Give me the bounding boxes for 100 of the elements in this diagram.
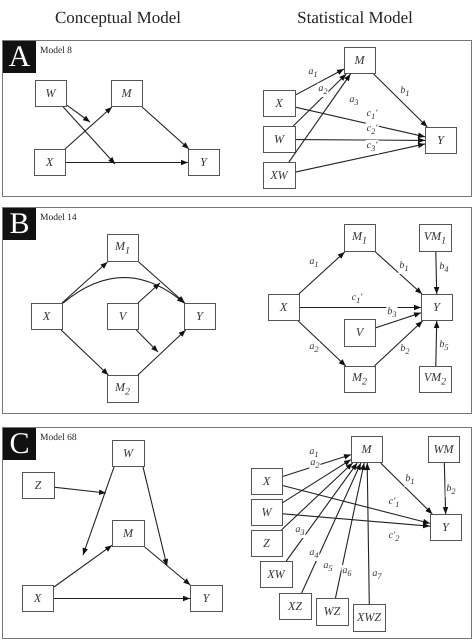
arrow (54, 544, 112, 588)
variable-box: XW (262, 162, 296, 188)
variable-box: Y (190, 584, 222, 612)
edge-label: a$_{1}$ (307, 66, 319, 80)
arrow (54, 486, 106, 495)
arrow (144, 546, 191, 586)
panel-frame (2, 207, 472, 414)
edge-label: b$_{1}$ (404, 473, 416, 487)
arrow (296, 106, 426, 138)
arrow (288, 74, 351, 162)
edge-label: a$_{6}$ (341, 565, 353, 579)
arrow (296, 142, 426, 172)
variable-box: XW (260, 560, 292, 588)
arrow (286, 462, 358, 562)
arrow (142, 106, 190, 150)
edge-label: b$_{2}$ (445, 483, 457, 497)
arrow (376, 312, 422, 328)
variable-box: WZ (316, 598, 348, 626)
arrow (138, 330, 186, 376)
variable-box: M$_{1}$ (344, 224, 376, 252)
edge-label: a$_{4}$ (308, 547, 320, 561)
variable-box: Y (188, 148, 220, 176)
arrow (296, 68, 344, 96)
edge-label: a$_{2}$ (317, 83, 329, 97)
arrow (282, 459, 352, 503)
arrow (54, 596, 190, 602)
edge-label: b$_{1}$ (398, 260, 410, 274)
edge-label: b$_{3}$ (386, 306, 398, 320)
panel-title: Model 68 (40, 433, 77, 443)
arrow (292, 74, 347, 126)
edge-label: c'$_{1}$ (388, 496, 400, 510)
variable-box: XZ (278, 592, 312, 620)
arrow (282, 513, 430, 528)
variable-box: W (34, 80, 66, 106)
arrow (64, 106, 112, 150)
arrow (82, 466, 115, 556)
arrow (380, 462, 433, 514)
arrow (374, 320, 423, 366)
variable-box: W (112, 440, 144, 466)
arrow (66, 104, 90, 122)
arrow (296, 138, 425, 144)
edge-label: c$_{1}$' (350, 292, 364, 306)
arrow (62, 277, 184, 304)
variable-box: VM$_{2}$ (418, 366, 452, 392)
panel-title: Model 8 (40, 46, 72, 56)
variable-box: VM$_{1}$ (418, 224, 452, 252)
variable-box: M (344, 46, 376, 74)
arrow (136, 330, 158, 352)
variable-box: X (30, 302, 62, 330)
arrow (298, 252, 346, 294)
edge-label: a$_{3}$ (348, 94, 360, 108)
edge-label: a$_{3}$ (294, 524, 306, 538)
variable-box: X (268, 294, 300, 320)
arrow (373, 74, 428, 128)
panel-frame (2, 427, 472, 639)
variable-box: V (344, 318, 376, 346)
variable-box: Y (430, 514, 462, 540)
column-heading: Statistical Model (296, 8, 414, 28)
arrow (434, 320, 440, 366)
variable-box: X (250, 468, 282, 494)
arrow (62, 262, 108, 304)
panel-frame (2, 40, 472, 197)
edge-label: a$_{2}$ (309, 457, 321, 471)
panel-title: Model 14 (40, 213, 77, 223)
edge-label: b$_{4}$ (438, 261, 450, 275)
edge-label: a$_{2}$ (308, 341, 320, 355)
arrow (66, 160, 188, 166)
arrow (138, 282, 160, 304)
edge-label: a$_{5}$ (322, 560, 334, 574)
edge-label: b$_{5}$ (438, 339, 450, 353)
variable-box: XWZ (352, 604, 386, 632)
variable-box: M$_{1}$ (106, 234, 138, 262)
edge-label: b$_{1}$ (399, 85, 411, 99)
variable-box: Z (250, 530, 282, 556)
variable-box: W (262, 126, 296, 152)
arrow (334, 462, 366, 598)
arrow (375, 252, 422, 294)
variable-box: M (112, 520, 144, 546)
variable-box: Y (420, 294, 452, 320)
variable-box: WM (428, 436, 460, 462)
edge-label: b$_{2}$ (399, 343, 411, 357)
arrow (300, 304, 421, 310)
arrow (282, 454, 352, 477)
panel-letter: B (3, 208, 36, 240)
variable-box: Z (22, 472, 54, 498)
edge-label: c$_{3}$' (366, 140, 378, 154)
column-heading: Conceptual Model (54, 8, 182, 28)
arrow (364, 463, 370, 604)
arrow (138, 262, 186, 304)
arrow (298, 320, 346, 366)
edge-label: a$_{1}$ (308, 256, 320, 270)
variable-box: X (22, 584, 54, 612)
arrow (280, 462, 354, 530)
arrow (442, 462, 448, 514)
variable-box: M$_{2}$ (344, 366, 376, 392)
variable-box: V (106, 302, 138, 330)
arrow (434, 252, 440, 294)
edge-label: c$_{1}$' (366, 108, 378, 122)
arrow (301, 462, 362, 594)
panel-letter: A (3, 41, 36, 73)
